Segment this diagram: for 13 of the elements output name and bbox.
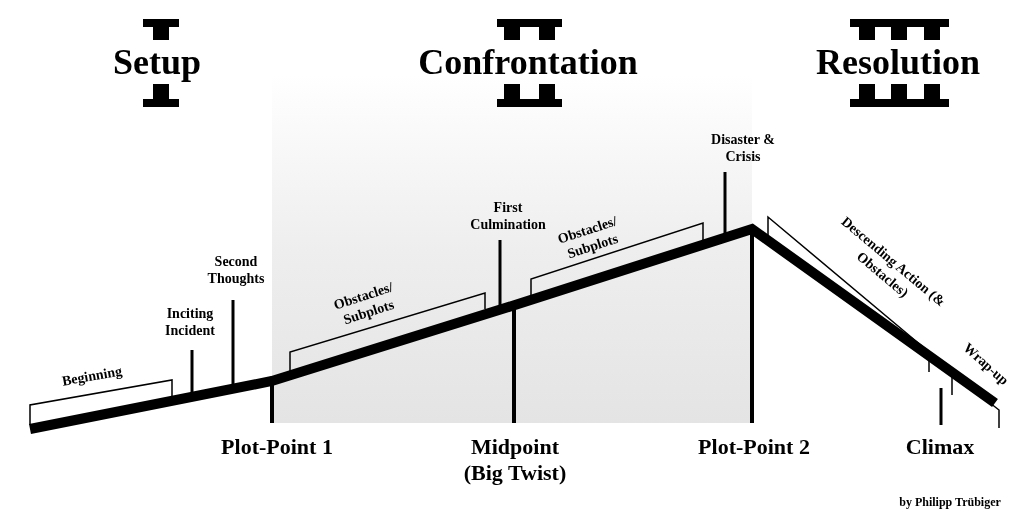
plot-point-label: Plot-Point 1 [220,434,334,460]
span-label: Beginning [59,362,125,391]
act-title: Resolution [815,42,981,82]
plot-point-label: Climax [904,434,976,460]
plot-point-label: Plot-Point 2 [697,434,811,460]
plot-point-label: Midpoint (Big Twist) [462,434,568,486]
beat-label: Inciting Incident [164,305,216,339]
beat-label: Disaster & Crisis [711,131,775,165]
beat-label: Second Thoughts [206,253,266,287]
beat-label: First Culmination [469,199,547,233]
credit-text: by Philipp Trübiger [898,495,1002,509]
act-title: Setup [112,42,202,82]
act-title: Confrontation [417,42,639,82]
